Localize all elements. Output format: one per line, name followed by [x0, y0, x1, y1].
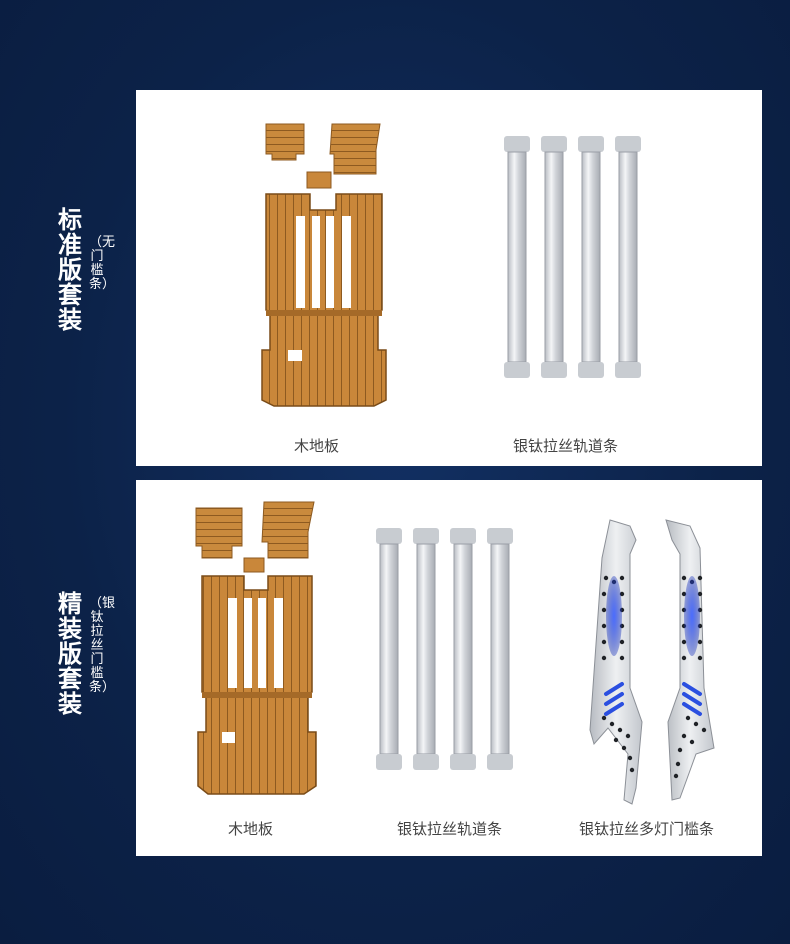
- premium-set-subtitle: （银钛拉丝门槛条）: [89, 596, 116, 695]
- standard-set-panel: 木地板 银钛拉丝轨道条: [136, 90, 762, 466]
- standard-set-title: 标准版套装: [58, 206, 82, 334]
- rail-strip-caption: 银钛拉丝轨道条: [513, 438, 619, 455]
- lit-threshold-strip-icon: [589, 519, 715, 805]
- wood-floor-icon: [195, 501, 317, 795]
- premium-set-panel: 木地板 银钛拉丝轨道条 银钛拉丝多灯门槛条: [136, 480, 762, 856]
- premium-set-title: 精装版套装: [58, 590, 82, 718]
- wood-floor-caption: 木地板: [228, 821, 274, 838]
- rail-strip-caption: 银钛拉丝轨道条: [397, 821, 503, 838]
- rail-strip-icon: [504, 136, 641, 378]
- lit-threshold-strip-caption: 银钛拉丝多灯门槛条: [579, 821, 715, 838]
- rail-strip-icon: [376, 528, 513, 770]
- wood-floor-icon: [261, 123, 387, 407]
- standard-set-subtitle: （无门槛条）: [89, 235, 116, 292]
- wood-floor-caption: 木地板: [294, 438, 340, 455]
